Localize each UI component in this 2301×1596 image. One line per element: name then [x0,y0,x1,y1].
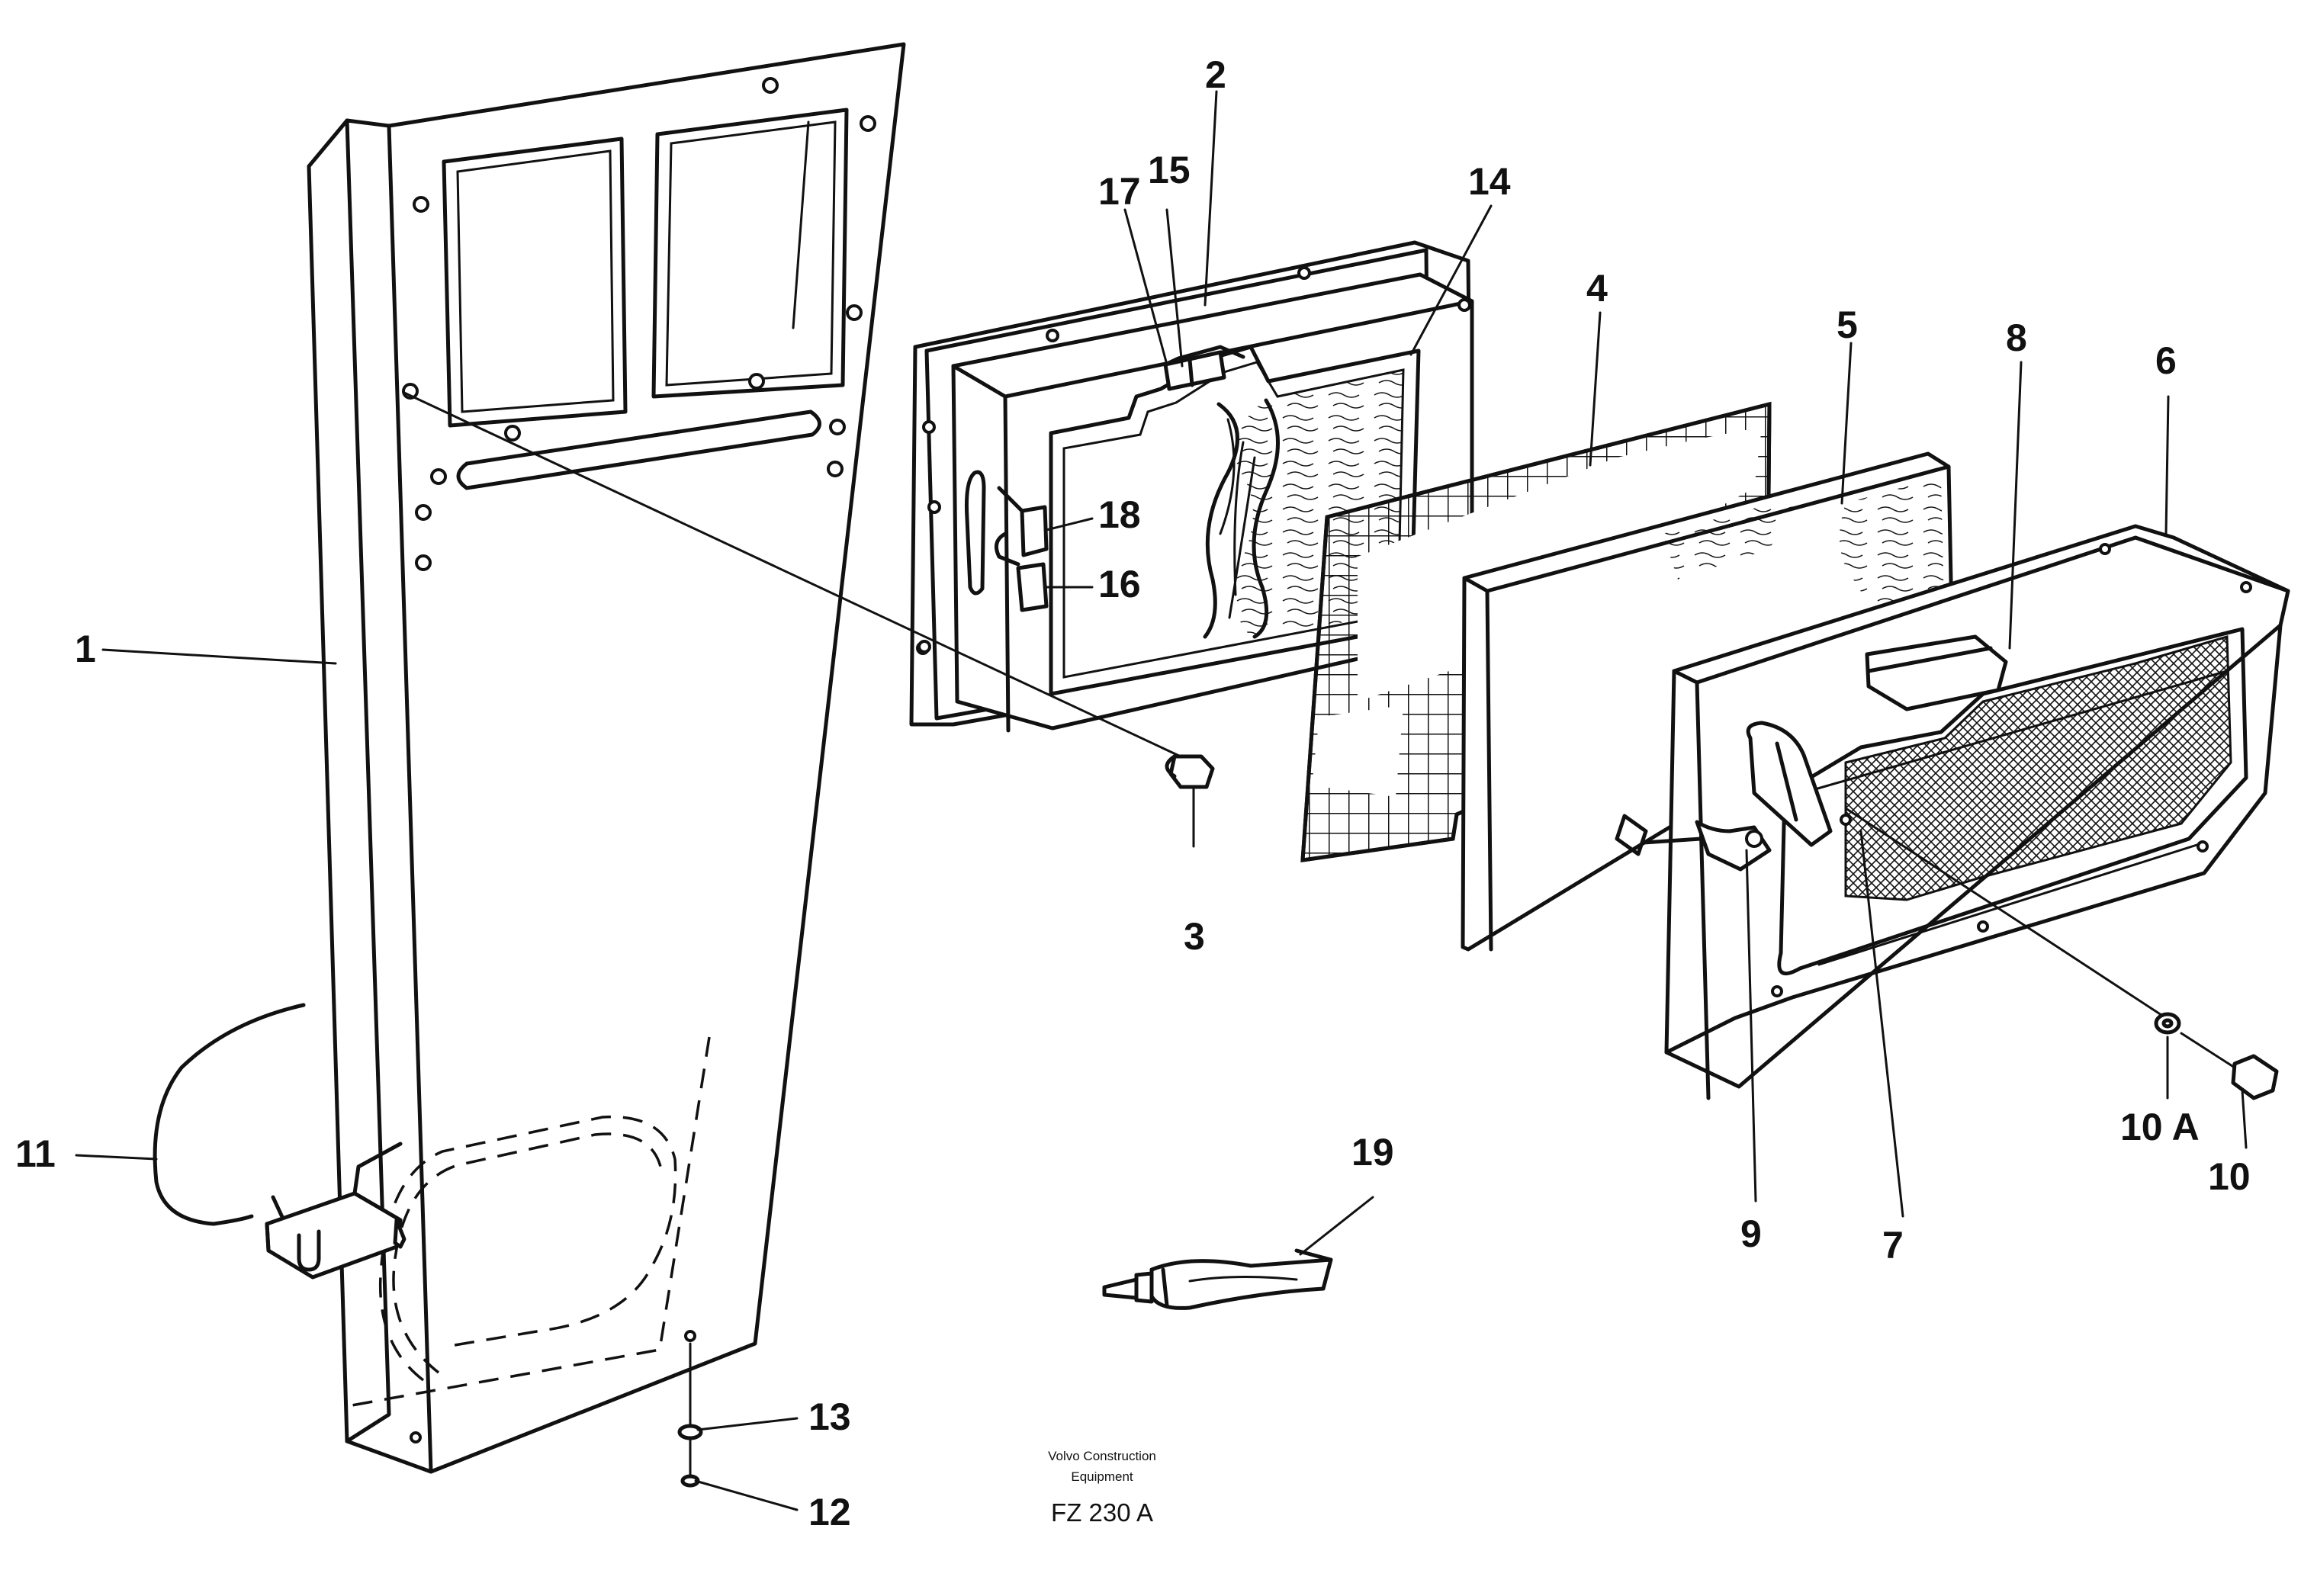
callout-8: 8 [2006,316,2027,359]
mounting-hole [860,115,876,132]
credit-block: Volvo Construction Equipment FZ 230 A [1048,1449,1156,1527]
callout-16: 16 [1098,563,1141,605]
mounting-hole [748,373,765,390]
callout-6: 6 [2155,339,2177,382]
callout-19: 19 [1351,1131,1394,1174]
callout-18: 18 [1098,493,1141,536]
callout-11: 11 [15,1132,56,1175]
cable-and-clip [153,1003,407,1280]
screw-3 [403,391,1215,848]
mounting-hole [415,504,432,521]
callout-14: 14 [1468,160,1511,203]
callout-12: 12 [808,1491,851,1533]
mounting-hole [829,419,846,435]
callout-7: 7 [1882,1224,1904,1267]
mounting-hole [846,304,863,321]
sealant-tube [1102,1248,1333,1310]
callout-9: 9 [1740,1212,1762,1255]
callout-15: 15 [1148,149,1191,191]
credit-line-2: Equipment [1071,1469,1133,1484]
callout-17: 17 [1098,170,1141,213]
credit-line-1: Volvo Construction [1048,1449,1156,1463]
mounting-hole [415,554,432,571]
side-panel [307,42,906,1474]
leader-lines [75,90,2170,1511]
callout-3: 3 [1184,915,1205,958]
mounting-hole [827,461,844,477]
mounting-hole [413,196,429,213]
callout-4: 4 [1586,267,1608,310]
callout-2: 2 [1205,53,1226,96]
callout-labels: 1 2 3 4 5 6 7 8 9 10 10 A 11 12 13 14 15… [15,53,2251,1533]
bolt-and-washer [677,1342,703,1488]
callout-10a: 10 A [2120,1106,2200,1148]
callout-1: 1 [75,628,96,670]
washer-and-screw [1844,807,2279,1149]
mounting-hole [430,468,447,485]
mounting-hole [762,77,779,94]
callout-5: 5 [1837,303,1858,346]
mounting-hole [504,425,521,442]
drawing-code: FZ 230 A [1051,1498,1153,1527]
callout-10: 10 [2208,1155,2251,1198]
outer-mesh-frame [1615,524,2290,1100]
callout-13: 13 [808,1395,851,1438]
